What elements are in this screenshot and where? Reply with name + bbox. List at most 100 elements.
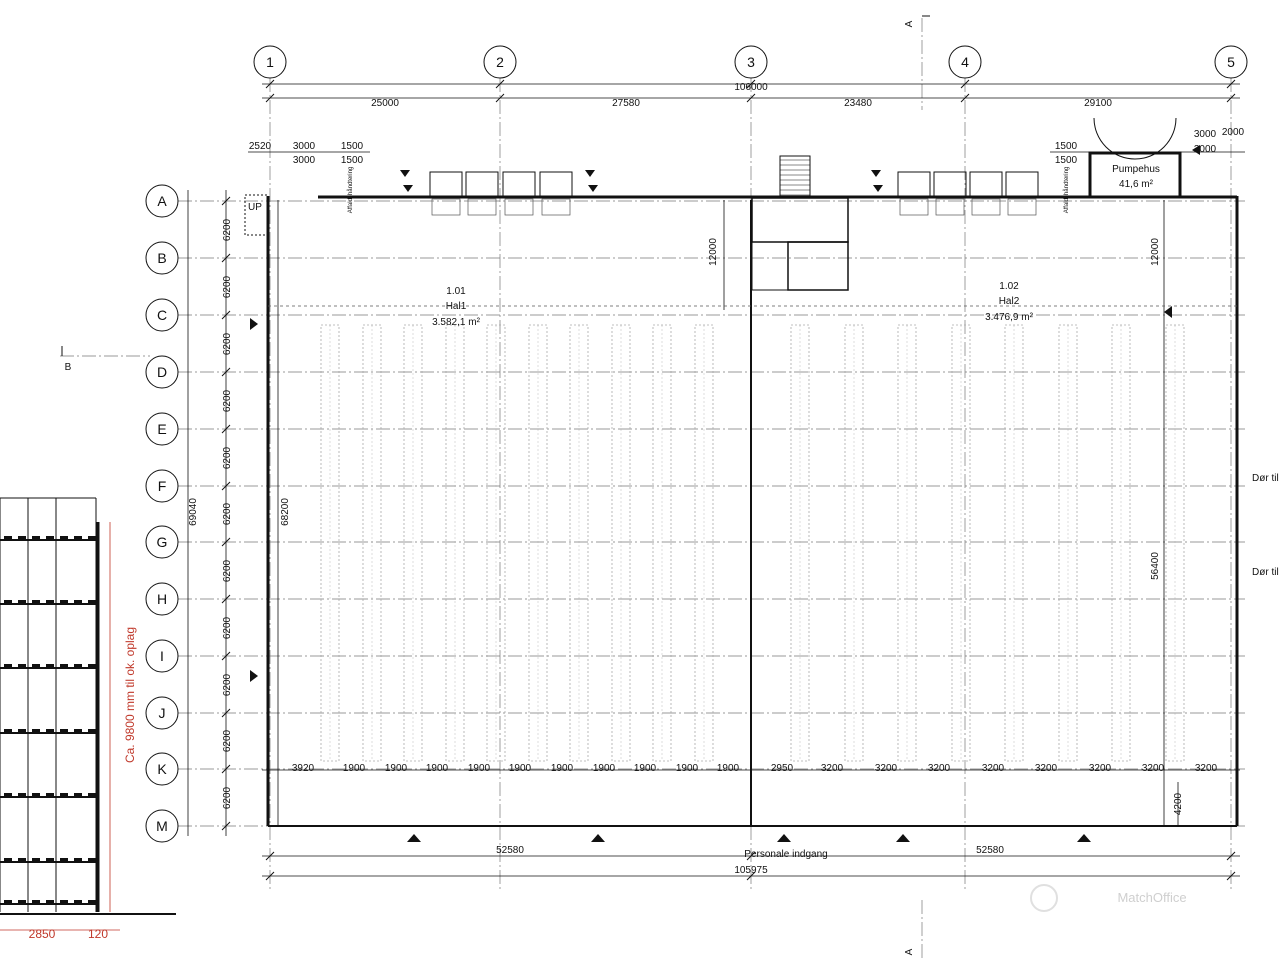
dim-row-j-k: 6200 xyxy=(222,729,233,752)
column-label-1: 1 xyxy=(266,54,274,70)
dim-corner: 4200 xyxy=(1173,792,1184,815)
dock-leveller-0-1 xyxy=(465,171,499,197)
section-pallet-5 xyxy=(18,858,26,861)
section-pallet-6 xyxy=(60,900,68,903)
dim-tick-row-1 xyxy=(221,253,231,263)
watermark-logo-icon xyxy=(1030,884,1058,912)
section-pallet-1 xyxy=(74,600,82,603)
section-pallet-4 xyxy=(32,793,40,796)
tank-arc xyxy=(1093,117,1177,160)
section-pallet-5 xyxy=(46,858,54,861)
dock-pit-0-1 xyxy=(467,198,497,216)
toilet-room xyxy=(751,241,789,291)
dim-tick-bottom-0 xyxy=(265,871,275,881)
section-pallet-0 xyxy=(74,536,82,539)
dim-tick-row-4 xyxy=(221,424,231,434)
dim-left-2520: 2520 xyxy=(249,141,272,152)
section-pallet-1 xyxy=(18,600,26,603)
dim-rack-left-0: 3920 xyxy=(292,763,315,774)
dim-span-2-3: 27580 xyxy=(612,98,640,109)
dim-tick-row-5 xyxy=(221,481,231,491)
dock-leveller-1-2 xyxy=(969,171,1003,197)
dim-bottom-right-half: 52580 xyxy=(976,845,1004,856)
dim-tick-row-10 xyxy=(221,764,231,774)
dock-pit-0-0 xyxy=(431,198,461,216)
section-pallet-0 xyxy=(46,536,54,539)
dim-row-i-j: 6200 xyxy=(222,673,233,696)
hall1-number: 1.01 xyxy=(446,286,466,297)
dim-right-1500a: 1500 xyxy=(1055,141,1078,152)
dim-right-long: 56400 xyxy=(1150,552,1161,580)
dim-right-3000b: 3000 xyxy=(1194,144,1217,155)
section-pallet-2 xyxy=(74,664,82,667)
dim-tick-row-0 xyxy=(221,196,231,206)
dim-rack-left-3: 1900 xyxy=(426,763,449,774)
dim-tick-row-2 xyxy=(221,310,231,320)
dim-rack-right-3: 3200 xyxy=(928,763,951,774)
row-label-c: C xyxy=(157,307,167,323)
row-label-k: K xyxy=(157,761,167,777)
dock-pit-1-2 xyxy=(971,198,1001,216)
dim-tick-row-9 xyxy=(221,708,231,718)
section-width-dim: 2850 xyxy=(29,927,56,941)
section-pallet-5 xyxy=(32,858,40,861)
door-marker-bottom-3 xyxy=(896,834,910,842)
dim-rack-right-1: 3200 xyxy=(821,763,844,774)
room-label-hall1: 1.01 Hal1 3.582,1 m² xyxy=(432,286,480,328)
row-label-j: J xyxy=(159,705,166,721)
section-pallet-0 xyxy=(60,536,68,539)
dim-tick-total-3 xyxy=(960,79,970,89)
section-pallet-0 xyxy=(18,536,26,539)
dock-marker-5 xyxy=(871,170,881,177)
dim-row-b-c: 6200 xyxy=(222,275,233,298)
dim-tick-bottom-2 xyxy=(1226,871,1236,881)
column-label-4: 4 xyxy=(961,54,969,70)
dim-upper-left: 12000 xyxy=(708,238,719,266)
row-label-m: M xyxy=(156,818,168,834)
hall2-area: 3.476,9 m² xyxy=(985,312,1033,323)
section-pallet-6 xyxy=(18,900,26,903)
door-marker-hall2 xyxy=(1164,306,1172,318)
hall2-name: Hal2 xyxy=(999,296,1020,307)
dock-pit-0-2 xyxy=(504,198,534,216)
section-pallet-6 xyxy=(74,900,82,903)
row-bubbles: A B C D E F G H I J K M xyxy=(145,184,179,843)
dim-tick-top-2 xyxy=(746,93,756,103)
dim-tick-half-2 xyxy=(1226,851,1236,861)
dim-rack-right-5: 3200 xyxy=(1035,763,1058,774)
dim-rack-right-4: 3200 xyxy=(982,763,1005,774)
dim-rack-left-5: 1900 xyxy=(509,763,532,774)
dim-tick-row-3 xyxy=(221,367,231,377)
dim-row-a-b: 6200 xyxy=(222,218,233,241)
dim-left-1500a: 1500 xyxy=(341,141,364,152)
dock-marker-1 xyxy=(588,185,598,192)
dim-tick-top-3 xyxy=(960,93,970,103)
section-pallet-3 xyxy=(4,729,12,732)
section-pallet-5 xyxy=(74,858,82,861)
section-pallet-1 xyxy=(32,600,40,603)
dim-tick-total-4 xyxy=(1226,79,1236,89)
section-pallet-0 xyxy=(4,536,12,539)
section-pallet-3 xyxy=(18,729,26,732)
dim-rack-left-6: 1900 xyxy=(551,763,574,774)
dock-marker-4 xyxy=(585,170,595,177)
waste-label-left: Affaldshåndtering xyxy=(347,167,354,214)
dim-rack-right-2: 3200 xyxy=(875,763,898,774)
dock-marker-0 xyxy=(403,185,413,192)
door-marker-west-2 xyxy=(250,670,258,682)
row-label-e: E xyxy=(157,421,166,437)
section-pallet-3 xyxy=(88,729,96,732)
section-pallet-0 xyxy=(32,536,40,539)
waste-label-right: Affaldshåndtering xyxy=(1063,167,1070,214)
door-marker-pump xyxy=(1192,145,1200,155)
door-marker-bottom-0 xyxy=(407,834,421,842)
dim-tick-half-1 xyxy=(746,851,756,861)
dock-marker-2 xyxy=(873,185,883,192)
row-label-b: B xyxy=(157,250,166,266)
hall1-area: 3.582,1 m² xyxy=(432,317,480,328)
dim-rack-right-8: 3200 xyxy=(1195,763,1218,774)
plan-annotations: 1 2 3 4 5 A B C D E F G H xyxy=(29,20,1279,955)
row-label-g: G xyxy=(157,534,168,550)
dim-rack-right-7: 3200 xyxy=(1142,763,1165,774)
top-dimensions: 106000 25000 27580 23480 29100 2520 3000… xyxy=(249,82,1245,166)
